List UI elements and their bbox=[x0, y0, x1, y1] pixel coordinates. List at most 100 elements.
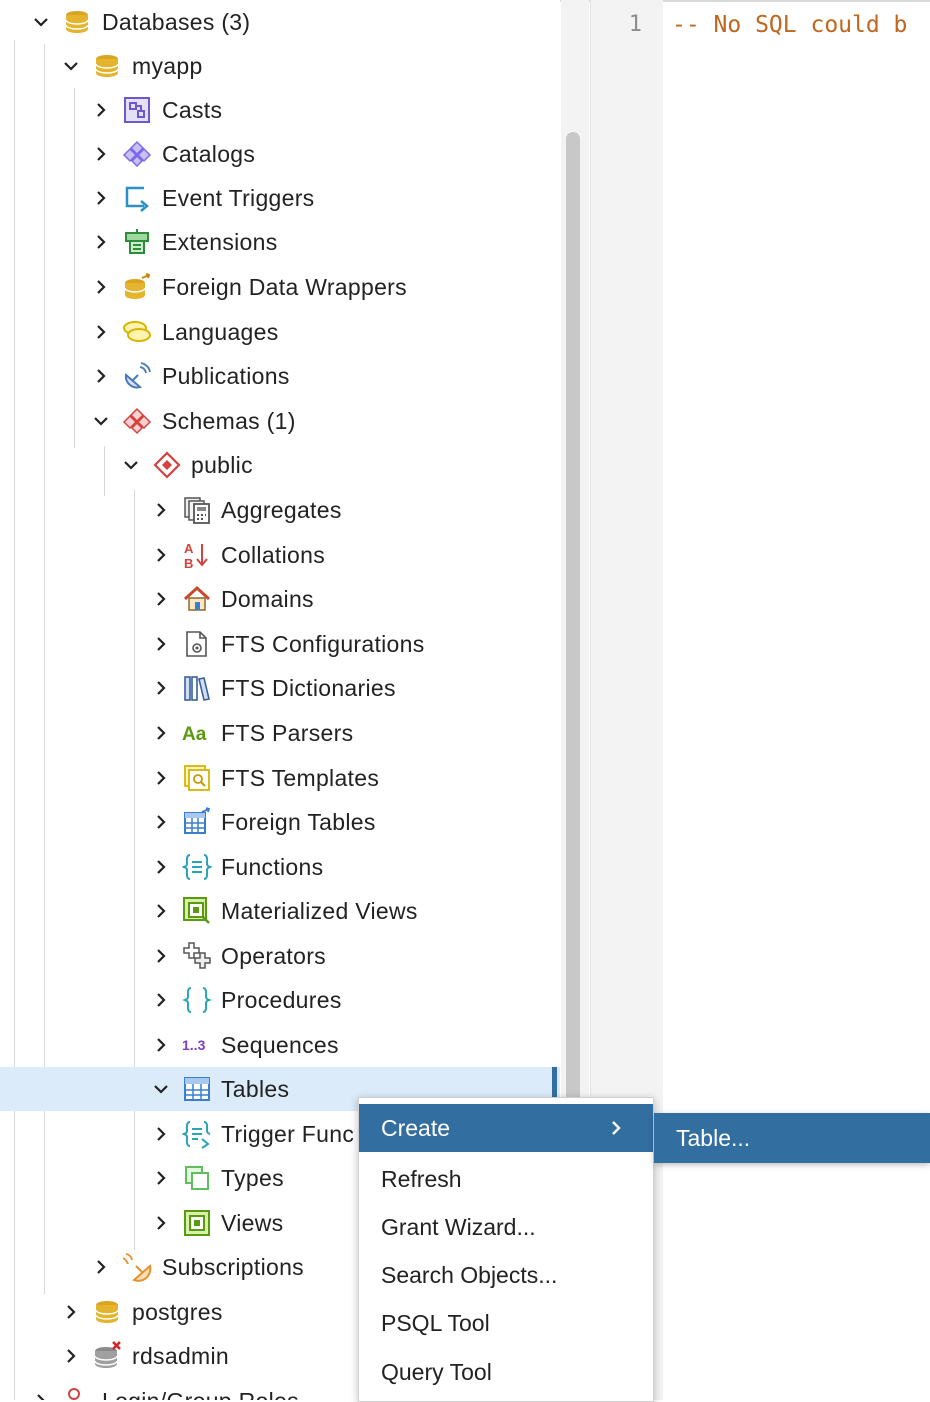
tree-item-procedures[interactable]: Procedures bbox=[0, 978, 560, 1022]
tree-item-operators[interactable]: Operators bbox=[0, 934, 560, 978]
tree-label: FTS Dictionaries bbox=[221, 675, 396, 701]
chevron-right-icon[interactable] bbox=[152, 902, 170, 920]
menu-item-search-objects[interactable]: Search Objects... bbox=[359, 1251, 653, 1299]
tree-label: postgres bbox=[132, 1299, 223, 1325]
chevron-right-icon[interactable] bbox=[152, 769, 170, 787]
domains-icon bbox=[183, 585, 211, 611]
tree-label: Procedures bbox=[221, 987, 342, 1013]
chevron-right-icon[interactable] bbox=[152, 546, 170, 564]
chevron-down-icon[interactable] bbox=[92, 412, 110, 430]
tree-label: rdsadmin bbox=[132, 1343, 229, 1369]
tree-item-materialized-views[interactable]: Materialized Views bbox=[0, 889, 560, 933]
tree-item-sequences[interactable]: 1..3 Sequences bbox=[0, 1023, 560, 1067]
chevron-down-icon[interactable] bbox=[122, 456, 140, 474]
tree-label: Foreign Data Wrappers bbox=[162, 274, 407, 300]
tree-item-functions[interactable]: Functions bbox=[0, 845, 560, 889]
types-icon bbox=[185, 1166, 209, 1190]
chevron-right-icon[interactable] bbox=[152, 813, 170, 831]
menu-item-grant-wizard[interactable]: Grant Wizard... bbox=[359, 1203, 653, 1251]
chevron-right-icon[interactable] bbox=[152, 1036, 170, 1054]
chevron-right-icon[interactable] bbox=[92, 189, 110, 207]
sql-editor-code[interactable]: -- No SQL could b bbox=[672, 12, 908, 38]
schema-icon bbox=[153, 451, 181, 479]
publications-icon bbox=[124, 362, 151, 389]
tree-item-fts-dictionaries[interactable]: FTS Dictionaries bbox=[0, 666, 560, 710]
tree-label: Collations bbox=[221, 542, 325, 568]
tree-label: public bbox=[191, 452, 253, 478]
tree-item-domains[interactable]: Domains bbox=[0, 577, 560, 621]
tree-item-views[interactable]: Views bbox=[0, 1201, 560, 1245]
menu-item-label: Create bbox=[381, 1115, 451, 1141]
chevron-right-icon[interactable] bbox=[152, 1125, 170, 1143]
chevron-right-icon[interactable] bbox=[152, 1214, 170, 1232]
chevron-right-icon[interactable] bbox=[92, 145, 110, 163]
chevron-down-icon[interactable] bbox=[152, 1080, 170, 1098]
tree-item-languages[interactable]: Languages bbox=[0, 310, 560, 354]
svg-text:Aa: Aa bbox=[182, 724, 207, 745]
views-icon bbox=[184, 1210, 210, 1236]
tree-item-databases[interactable]: Databases (3) bbox=[0, 0, 560, 44]
tree-scrollbar-thumb[interactable] bbox=[566, 132, 580, 1400]
chevron-down-icon[interactable] bbox=[62, 57, 80, 75]
chevron-right-icon[interactable] bbox=[92, 278, 110, 296]
menu-item-query-tool[interactable]: Query Tool bbox=[359, 1348, 653, 1396]
chevron-right-icon[interactable] bbox=[152, 679, 170, 697]
tree-item-foreign-data-wrappers[interactable]: Foreign Data Wrappers bbox=[0, 265, 560, 309]
chevron-right-icon[interactable] bbox=[152, 590, 170, 608]
tree-item-login-roles[interactable]: Login/Group Roles bbox=[0, 1379, 560, 1400]
chevron-right-icon[interactable] bbox=[62, 1347, 80, 1365]
aggregates-icon bbox=[184, 497, 210, 524]
chevron-right-icon[interactable] bbox=[152, 501, 170, 519]
extensions-icon bbox=[125, 229, 149, 254]
menu-item-refresh[interactable]: Refresh bbox=[359, 1155, 653, 1203]
tree-item-extensions[interactable]: Extensions bbox=[0, 220, 560, 264]
fts-configurations-icon bbox=[186, 631, 207, 657]
fts-dictionaries-icon bbox=[184, 676, 210, 701]
tree-guide bbox=[14, 40, 15, 1400]
tree-item-aggregates[interactable]: Aggregates bbox=[0, 488, 560, 532]
tree-item-foreign-tables[interactable]: Foreign Tables bbox=[0, 800, 560, 844]
tree-item-schemas[interactable]: Schemas (1) bbox=[0, 399, 560, 443]
procedures-icon bbox=[182, 987, 212, 1013]
chevron-right-icon[interactable] bbox=[62, 1303, 80, 1321]
tree-item-publications[interactable]: Publications bbox=[0, 354, 560, 398]
tree-item-public[interactable]: public bbox=[0, 443, 560, 487]
tree-label: Materialized Views bbox=[221, 898, 418, 924]
tree-item-casts[interactable]: Casts bbox=[0, 88, 560, 132]
menu-item-psql-tool[interactable]: PSQL Tool bbox=[359, 1299, 653, 1347]
chevron-right-icon[interactable] bbox=[32, 1392, 50, 1400]
languages-icon bbox=[123, 321, 151, 342]
tree-item-types[interactable]: Types bbox=[0, 1156, 560, 1200]
chevron-right-icon[interactable] bbox=[152, 947, 170, 965]
chevron-right-icon[interactable] bbox=[92, 367, 110, 385]
chevron-down-icon[interactable] bbox=[32, 13, 50, 31]
tree-item-postgres[interactable]: postgres bbox=[0, 1290, 560, 1334]
chevron-right-icon[interactable] bbox=[152, 991, 170, 1009]
tree-item-rdsadmin[interactable]: rdsadmin bbox=[0, 1334, 560, 1378]
chevron-right-icon[interactable] bbox=[92, 1258, 110, 1276]
tree-item-fts-parsers[interactable]: Aa FTS Parsers bbox=[0, 711, 560, 755]
tree-item-fts-templates[interactable]: FTS Templates bbox=[0, 756, 560, 800]
tree-item-myapp[interactable]: myapp bbox=[0, 44, 560, 88]
chevron-right-icon[interactable] bbox=[92, 323, 110, 341]
tree-guide bbox=[74, 88, 75, 448]
tree-item-trigger-functions[interactable]: Trigger Func bbox=[0, 1112, 560, 1156]
tree-item-catalogs[interactable]: Catalogs bbox=[0, 132, 560, 176]
tree-item-subscriptions[interactable]: Subscriptions bbox=[0, 1245, 560, 1289]
menu-item-create[interactable]: Create bbox=[359, 1104, 653, 1152]
selection-marker bbox=[552, 1067, 557, 1111]
chevron-right-icon[interactable] bbox=[152, 1169, 170, 1187]
database-icon bbox=[95, 1301, 119, 1323]
tree-item-fts-configurations[interactable]: FTS Configurations bbox=[0, 622, 560, 666]
chevron-right-icon[interactable] bbox=[152, 858, 170, 876]
chevron-right-icon[interactable] bbox=[92, 101, 110, 119]
tree-label: FTS Templates bbox=[221, 765, 380, 791]
operators-icon bbox=[183, 942, 211, 969]
tree-item-collations[interactable]: A B Collations bbox=[0, 533, 560, 577]
tree-item-event-triggers[interactable]: Event Triggers bbox=[0, 176, 560, 220]
chevron-right-icon[interactable] bbox=[92, 233, 110, 251]
chevron-right-icon[interactable] bbox=[152, 724, 170, 742]
foreign-tables-icon bbox=[184, 807, 211, 834]
menu-item-create-table[interactable]: Table... bbox=[654, 1113, 930, 1163]
chevron-right-icon[interactable] bbox=[152, 635, 170, 653]
